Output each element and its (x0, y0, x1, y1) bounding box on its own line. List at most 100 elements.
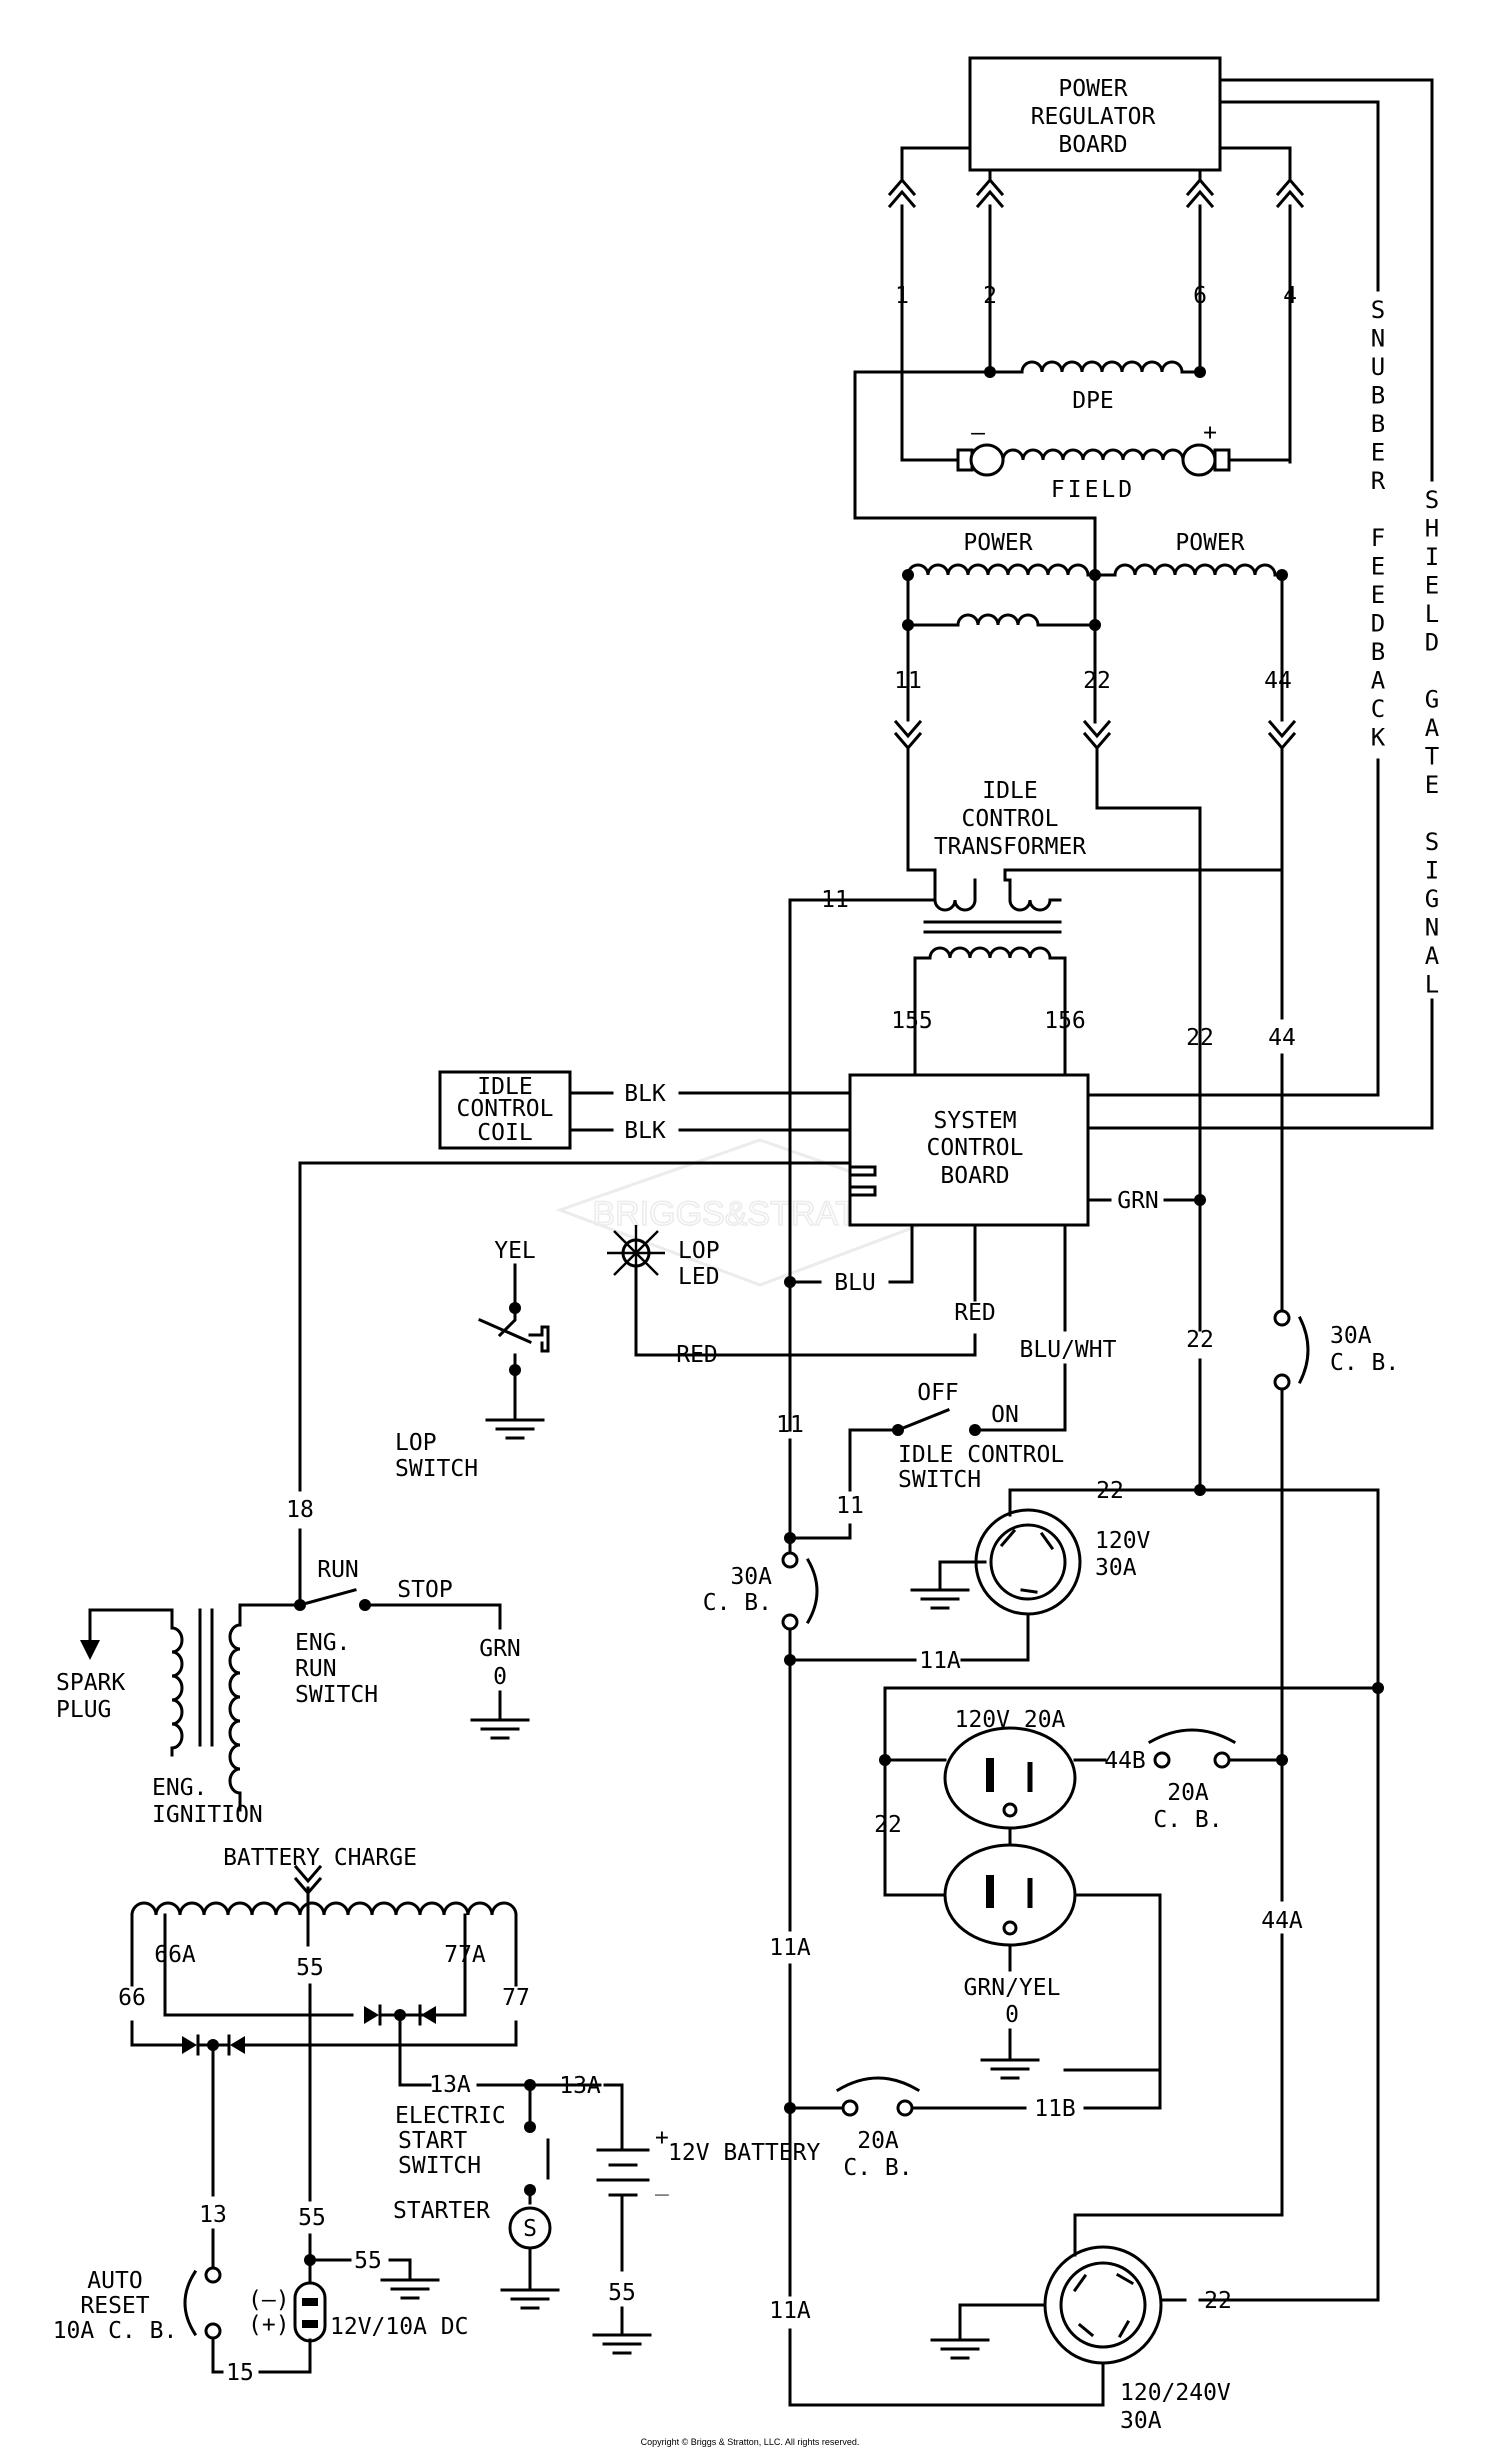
snubber-letter: C (1371, 695, 1385, 723)
wire-6: 6 (1193, 283, 1207, 309)
svg-text:REGULATOR: REGULATOR (1031, 104, 1156, 130)
outlet-120v-20a-duplex: 120V 20A GRN/YEL 0 (943, 1707, 1077, 2028)
svg-text:POWER: POWER (1058, 76, 1127, 102)
power-regulator-board: POWER REGULATOR BOARD (968, 56, 1222, 172)
wire-22-ac: 22 (1204, 2288, 1232, 2314)
svg-text:IDLE CONTROL: IDLE CONTROL (898, 1442, 1064, 1468)
lop-led: LOP LED (607, 1225, 720, 1290)
wire-55-battery: 55 (608, 2280, 636, 2306)
svg-text:ENG.: ENG. (152, 1775, 207, 1801)
wire-13: 13 (199, 2202, 227, 2228)
svg-text:SWITCH: SWITCH (898, 1467, 981, 1493)
svg-text:C. B.: C. B. (843, 2155, 912, 2181)
wire-55-lower: 55 (298, 2205, 326, 2231)
wire-blu: BLU (834, 1270, 876, 1296)
eng-run-switch: RUN STOP ENG. RUN SWITCH GRN 0 (295, 1557, 530, 1740)
circuit-breaker-30a-right: 30A C. B. (1273, 1309, 1399, 1391)
svg-text:START: START (398, 2128, 467, 2154)
shield-letter: D (1425, 629, 1439, 657)
wire-156: 156 (1044, 1008, 1086, 1034)
svg-text:BOARD: BOARD (940, 1163, 1009, 1189)
copyright: Copyright © Briggs & Stratton, LLC. All … (641, 2437, 860, 2447)
snubber-letter: E (1371, 439, 1385, 467)
eng-ignition-coil: SPARK PLUG ENG. IGNITION (56, 1603, 302, 1828)
wire-1: 1 (895, 283, 909, 309)
wire-4: 4 (1283, 283, 1297, 309)
dc-outlet-12v: (–) (+) 12V/10A DC (248, 2281, 468, 2343)
svg-text:12V BATTERY: 12V BATTERY (668, 2140, 820, 2166)
shield-letter: G (1425, 885, 1439, 913)
wire-grn: GRN (1117, 1188, 1159, 1214)
snubber-letter: U (1371, 353, 1385, 381)
svg-text:IGNITION: IGNITION (152, 1802, 263, 1828)
shield-letter: A (1425, 714, 1440, 742)
svg-text:ENG.: ENG. (295, 1630, 350, 1656)
svg-text:30A: 30A (1330, 1323, 1372, 1349)
svg-text:RUN: RUN (295, 1656, 337, 1682)
snubber-letter: E (1371, 581, 1385, 609)
wire-11-transformer: 11 (821, 887, 849, 913)
wire-18: 18 (286, 1497, 314, 1523)
shield-letter: H (1425, 515, 1439, 543)
svg-text:LOP: LOP (395, 1430, 437, 1456)
snubber-letter: F (1371, 524, 1385, 552)
svg-text:S: S (523, 2216, 537, 2242)
svg-text:12V/10A DC: 12V/10A DC (330, 2314, 468, 2340)
shield-letter: T (1425, 743, 1439, 771)
wire-22-outlet: 22 (874, 1812, 902, 1838)
snubber-letter: S (1371, 296, 1385, 324)
circuit-breaker-20a-lower: 20A C. B. (788, 2076, 921, 2181)
svg-text:LED: LED (678, 1264, 720, 1290)
svg-text:–: – (971, 420, 985, 446)
wire-44a: 44A (1261, 1908, 1303, 1934)
wire-44-top: 44 (1264, 668, 1292, 694)
outlet-120-240v-30a: 120/240V 30A (1043, 2245, 1231, 2434)
shield-letter: E (1425, 572, 1439, 600)
svg-text:CONTROL: CONTROL (927, 1135, 1024, 1161)
dpe-label: DPE (1072, 388, 1114, 414)
snubber-letter: B (1371, 638, 1385, 666)
wire-44b: 44B (1104, 1748, 1146, 1774)
svg-text:30A: 30A (1095, 1555, 1137, 1581)
svg-text:BOARD: BOARD (1058, 132, 1127, 158)
svg-text:RESET: RESET (80, 2293, 149, 2319)
system-control-board: SYSTEM CONTROL BOARD (848, 1073, 1090, 1227)
svg-text:0: 0 (1005, 2002, 1019, 2028)
svg-text:RUN: RUN (317, 1557, 359, 1583)
idle-control-coil: IDLE CONTROL COIL (438, 1070, 572, 1150)
shield-letter: L (1425, 600, 1439, 628)
svg-text:+: + (655, 2125, 669, 2151)
svg-text:120/240V: 120/240V (1120, 2380, 1231, 2406)
svg-text:TRANSFORMER: TRANSFORMER (934, 834, 1086, 860)
wire-blk-2: BLK (624, 1118, 666, 1144)
stator-power-windings: POWER POWER (902, 516, 1288, 722)
wire-2: 2 (983, 283, 997, 309)
field-label: FIELD (1051, 477, 1135, 503)
svg-text:IDLE: IDLE (477, 1074, 532, 1100)
shield-letter: I (1425, 543, 1439, 571)
wire-11a-3: 11A (769, 2298, 811, 2324)
outlet-120v-30a: 120V 30A (974, 1508, 1151, 1616)
svg-text:0: 0 (493, 1664, 507, 1690)
idle-control-transformer: IDLE CONTROL TRANSFORMER (906, 778, 1086, 1077)
wire-22-mid: 22 (1186, 1025, 1214, 1051)
snubber-letter: B (1371, 382, 1385, 410)
svg-text:SPARK: SPARK (56, 1670, 125, 1696)
svg-text:GRN/YEL: GRN/YEL (964, 1975, 1061, 2001)
svg-text:COIL: COIL (477, 1120, 532, 1146)
svg-text:POWER: POWER (963, 530, 1032, 556)
svg-text:AUTO: AUTO (87, 2268, 142, 2294)
wire-blu-wht: BLU/WHT (1020, 1337, 1117, 1363)
svg-text:C. B.: C. B. (1330, 1350, 1399, 1376)
wire-77: 77 (502, 1985, 530, 2011)
electric-start-switch: ELECTRIC START SWITCH STARTER (393, 2083, 550, 2224)
svg-text:CONTROL: CONTROL (457, 1096, 554, 1122)
dpe-winding: DPE (853, 360, 1206, 520)
svg-text:STARTER: STARTER (393, 2198, 490, 2224)
wire-13a-1: 13A (429, 2072, 471, 2098)
shield-letter: S (1425, 486, 1439, 514)
wire-44-mid: 44 (1268, 1025, 1296, 1051)
